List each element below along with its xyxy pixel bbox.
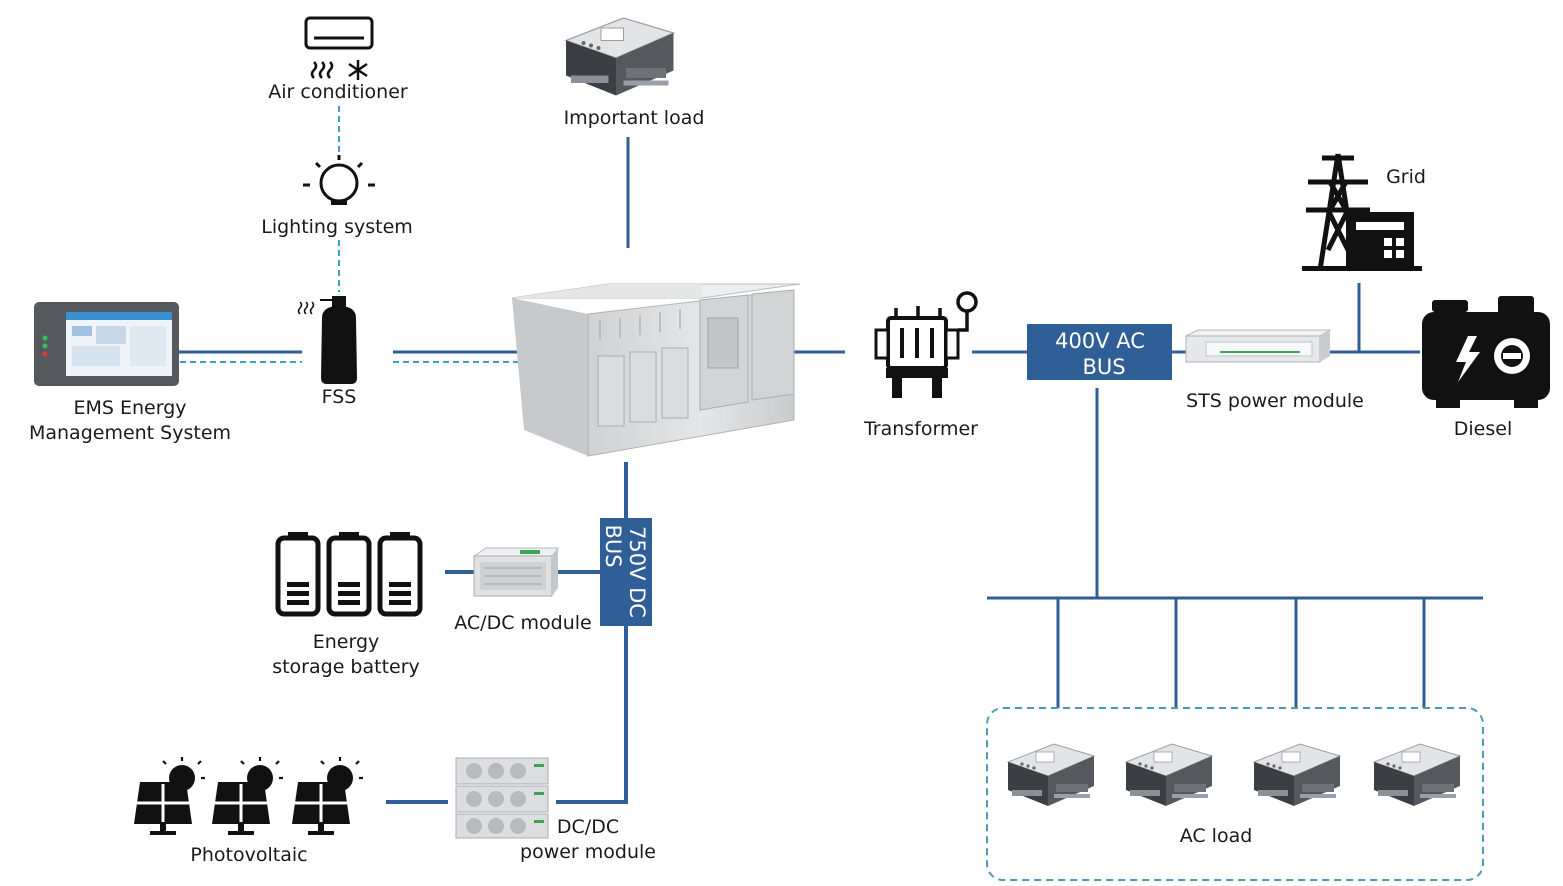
diesel-label: Diesel [1454,418,1512,440]
touchscreen-panel-icon [34,302,179,386]
generator-icon [1422,296,1550,408]
transformer-icon [874,291,978,398]
power-tower-icon [1302,153,1422,271]
ac-load-device-4-icon [1373,743,1461,807]
lighting-system-label: Lighting system [261,216,413,238]
dc-bus-line2: BUS [601,524,625,567]
fan-rack-icon [455,757,549,839]
solar-panel-icon [132,755,365,837]
grid-label: Grid [1386,166,1426,188]
ac-bus-line1: 400V AC [1055,329,1145,353]
dc-bus-box: 750V DC BUS [600,518,652,626]
ac-load-device-3-icon [1253,743,1341,807]
rack-module-icon [1185,329,1332,363]
connection-lines [178,137,1483,804]
ems-label-line1: EMS Energy [73,397,186,419]
ac-load-label: AC load [1180,825,1253,847]
ac-load-device-1-icon [1007,743,1095,807]
dashed-lines [180,106,518,363]
important-load-label: Important load [564,107,705,129]
storage-container-icon [511,283,801,457]
ac-bus-line2: BUS [1082,355,1125,379]
fss-label: FSS [322,386,357,408]
line-dcbus-dcdc [556,625,628,804]
ac-load-group [986,707,1484,881]
ems-label-line2: Management System [29,422,231,444]
ac-bus-box: 400V AC BUS [1027,324,1172,380]
fire-extinguisher-icon [297,296,357,384]
battery-icon [278,532,420,614]
ac-load-device-2-icon [1125,743,1213,807]
important-load-icon [565,17,675,97]
air-conditioner-label: Air conditioner [268,81,408,103]
transformer-label: Transformer [863,418,978,440]
dcdc-label-line2: power module [520,841,656,863]
acdc-module-icon [472,547,559,597]
dc-bus-line1: 750V DC [625,526,649,618]
acdc-label: AC/DC module [454,612,591,634]
air-conditioner-icon [304,16,374,80]
lightbulb-icon [303,155,375,205]
battery-label-line2: storage battery [272,656,420,678]
sts-label: STS power module [1186,390,1364,412]
battery-label-line1: Energy [313,631,380,653]
dcdc-label-line1: DC/DC [557,816,619,838]
pv-label: Photovoltaic [190,844,307,866]
